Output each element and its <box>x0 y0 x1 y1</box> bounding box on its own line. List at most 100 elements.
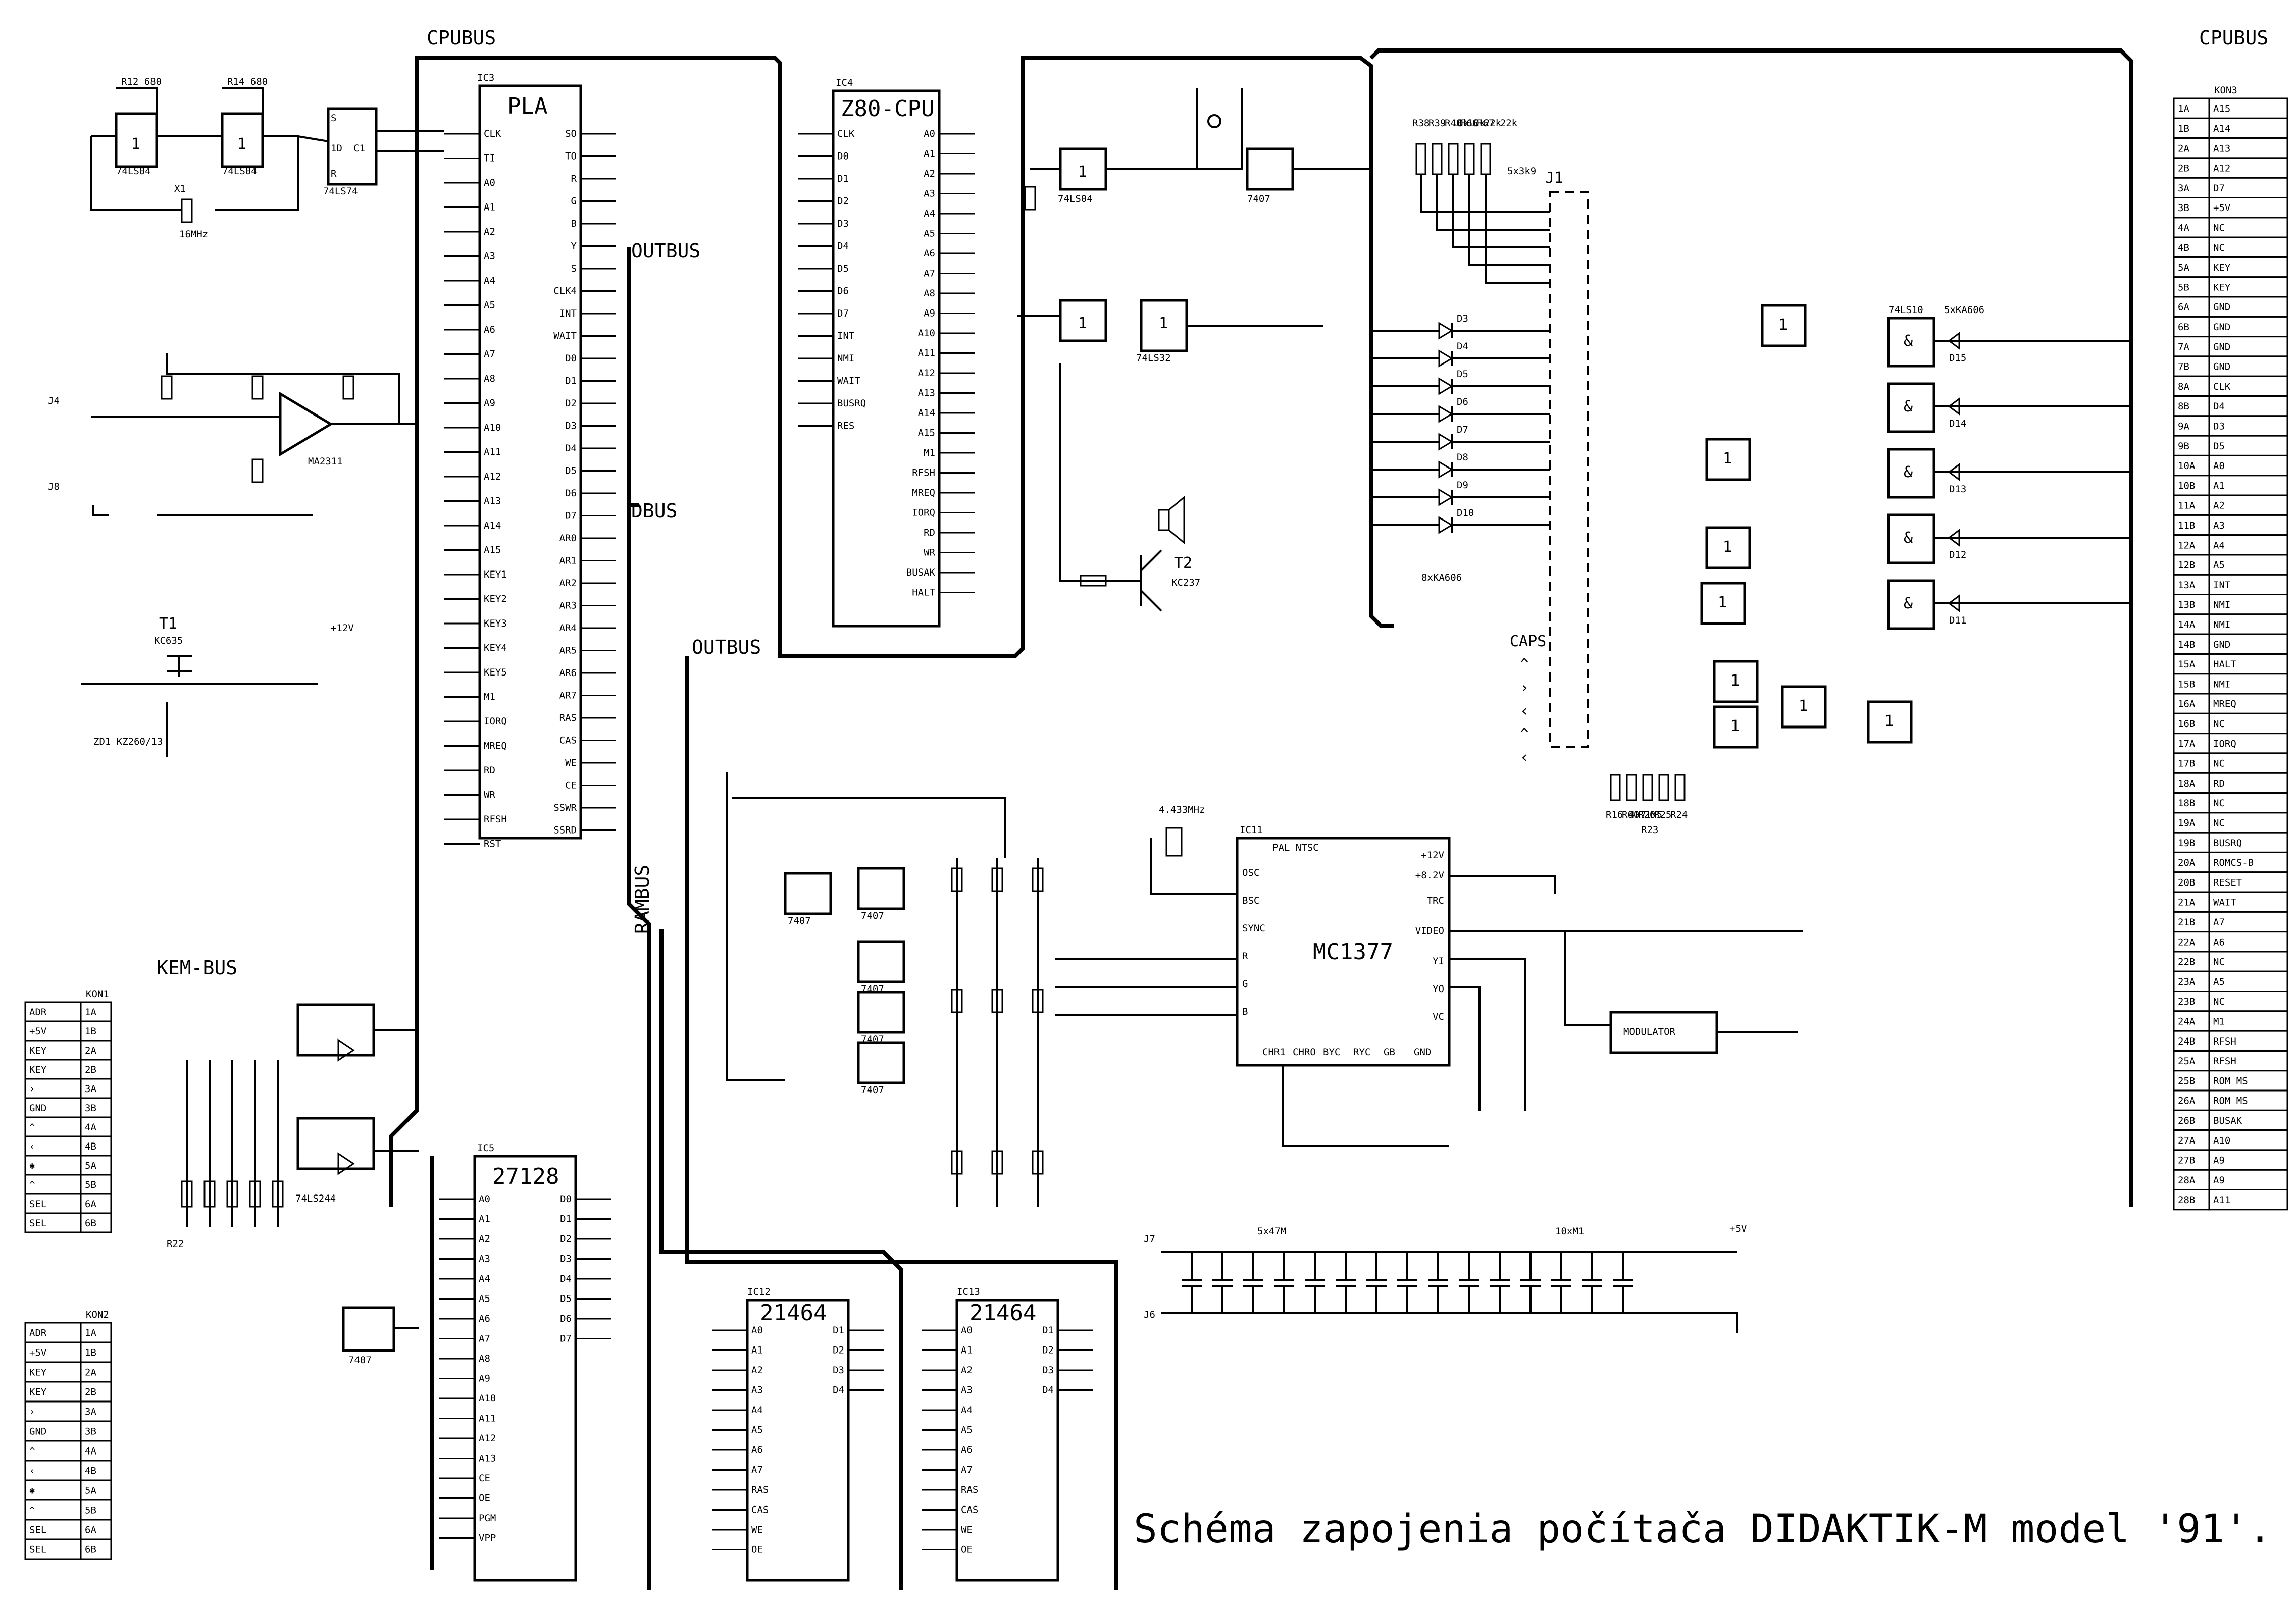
buffer-ic6-a <box>296 1003 375 1057</box>
connector-label: KEY <box>29 1045 47 1056</box>
resistor-icon <box>951 867 963 892</box>
diode-label: D15 <box>1949 352 1966 363</box>
connector-label: ^ <box>29 1446 35 1457</box>
resistor-icon <box>1610 774 1621 801</box>
svg-text:7407: 7407 <box>348 1355 372 1366</box>
cpu-pin-label: WR <box>924 547 935 558</box>
connector-label: 25B <box>2178 1075 2195 1086</box>
connector-label: 27B <box>2178 1155 2195 1166</box>
connector-label: 3B <box>2178 202 2189 214</box>
pla-pin-label: AR6 <box>559 667 577 679</box>
pla-right-pins: SOTORGBYSCLK4INTWAITD0D1D2D3D4D5D6D7AR0A… <box>553 128 616 836</box>
buffer-7407 <box>857 1041 905 1084</box>
svg-text:J7: J7 <box>1144 1233 1155 1244</box>
logic-gate <box>1705 526 1751 569</box>
cpu-pin-label: D7 <box>837 308 849 319</box>
connector-label: KEY <box>29 1367 47 1378</box>
pla-pin-label: A7 <box>484 349 495 360</box>
connector-label: A9 <box>2213 1175 2225 1186</box>
cpu-pin-label: RFSH <box>912 468 935 479</box>
connector-label: MREQ <box>2213 699 2236 710</box>
pla-pin-label: MREQ <box>484 741 507 752</box>
rom-pin-label: A10 <box>479 1393 496 1404</box>
connector-label: ^ <box>29 1122 35 1133</box>
pla-pin-label: A13 <box>484 496 501 507</box>
connector-cell <box>2208 1189 2288 1211</box>
pla-pin-label: KEY2 <box>484 594 507 605</box>
logic-gate <box>1713 705 1759 749</box>
cpu-pin-label: RES <box>837 421 854 432</box>
ram2-pin-label: A4 <box>961 1405 973 1416</box>
svg-text:J4: J4 <box>48 395 60 406</box>
resistor-icon <box>951 1150 963 1175</box>
svg-text:1: 1 <box>1778 316 1788 334</box>
connector-label: 23B <box>2178 996 2195 1007</box>
connector-label: 13A <box>2178 580 2196 591</box>
video-pin-label: BSC <box>1242 895 1259 906</box>
connector-label: +5V <box>2213 202 2230 214</box>
pla-pin-label: A11 <box>484 447 501 458</box>
resistor-array-label: 5x3k9 <box>1507 166 1536 177</box>
resistor-label: R24 <box>1670 809 1688 820</box>
connector-label: 3B <box>85 1426 96 1437</box>
key-symbol: ^ <box>1520 656 1529 673</box>
diode-icon <box>1438 377 1453 395</box>
cpu-pin-label: A7 <box>924 268 935 279</box>
connector-label: 21A <box>2178 897 2196 908</box>
connector-label: 1A <box>85 1328 96 1339</box>
connector-label: 27A <box>2178 1135 2196 1146</box>
pla-pin-label: CLK <box>484 128 501 139</box>
resistor-icon <box>991 867 1003 892</box>
connector-label: 2B <box>85 1387 96 1398</box>
cpu-pin-label: A3 <box>924 188 935 199</box>
resistor-r60 <box>161 375 173 400</box>
key-symbol: ^ <box>1520 725 1529 743</box>
opamp-ic7 <box>279 391 333 457</box>
rom-pin-label: A13 <box>479 1453 496 1464</box>
connector-label: A5 <box>2213 976 2225 988</box>
resistor-r57 <box>1024 186 1036 211</box>
connector-label: 5A <box>2178 262 2189 273</box>
cpu-right-pins: A0A1A2A3A4A5A6A7A8A9A10A11A12A13A14A15M1… <box>906 128 975 598</box>
outbus-lower-line <box>685 656 1118 1590</box>
connector-label: 18A <box>2178 778 2196 789</box>
cpu-pin-label: A8 <box>924 288 935 299</box>
pla-pin-label: M1 <box>484 692 495 703</box>
ram1-body <box>746 1299 850 1582</box>
nand-gate <box>1887 317 1935 368</box>
connector-label: 6B <box>85 1218 96 1229</box>
logic-gate <box>1700 582 1746 625</box>
connector-label: 1B <box>85 1347 96 1359</box>
driver-ic10-kem <box>342 1306 395 1352</box>
svg-text:&: & <box>1904 595 1913 612</box>
connector-label: 6B <box>85 1544 96 1555</box>
svg-text:74LS74: 74LS74 <box>323 186 358 197</box>
clock-oscillator: 1 1 16MHz X1 74LS04 74LS04 R12 680 R14 6… <box>90 76 444 240</box>
connector-label: ✱ <box>29 1160 35 1171</box>
diode-label: D9 <box>1457 480 1468 491</box>
svg-text:IC13: IC13 <box>957 1286 980 1297</box>
pla-pin-label: RST <box>484 839 501 850</box>
pla-body <box>478 84 582 840</box>
resistor-label: R40 10k <box>1445 118 1486 129</box>
key-symbol: › <box>1520 679 1529 697</box>
ram2-pin-label: D3 <box>1042 1365 1054 1376</box>
connector-label: GND <box>2213 322 2230 333</box>
connector-label: 5B <box>2178 282 2189 293</box>
cpu-pin-label: A13 <box>918 388 935 399</box>
connector-label: 14A <box>2178 619 2196 631</box>
svg-text:T1: T1 <box>159 615 177 633</box>
diode-icon <box>1438 516 1453 534</box>
connector-label: +5V <box>29 1026 46 1037</box>
rom-pin-label: D6 <box>560 1313 572 1324</box>
nand-gate <box>1887 448 1935 499</box>
bus-label-cpubus-right: CPUBUS <box>2199 27 2268 49</box>
svg-text:S: S <box>331 113 336 124</box>
svg-text:KC237: KC237 <box>1171 577 1200 588</box>
connector-label: A7 <box>2213 917 2225 928</box>
svg-text:IC3: IC3 <box>477 72 494 83</box>
svg-text:+5V: +5V <box>1729 1223 1747 1234</box>
buffer-7407 <box>857 867 905 910</box>
pla-pin-label: A6 <box>484 324 495 335</box>
